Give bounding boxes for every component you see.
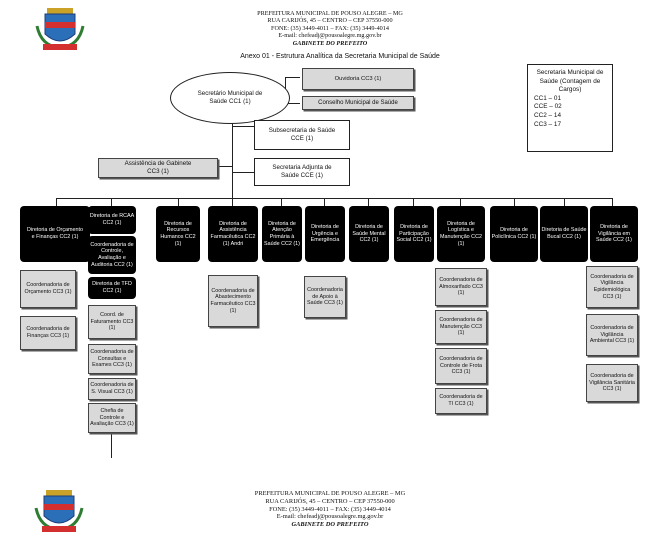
connector <box>324 198 325 206</box>
connector <box>232 126 254 127</box>
cargo-count-legend: Secretaria Municipal de Saúde (Contagem … <box>527 64 613 152</box>
subunit-financas[interactable]: Coordenadoria de Finanças CC3 (1) <box>20 316 76 350</box>
directorate-vigilancia[interactable]: Diretoria de Vigilância em Saúde CC2 (1) <box>590 206 638 262</box>
connector <box>612 198 613 206</box>
header-line: GABINETE DO PREFEITO <box>291 521 369 529</box>
connector <box>111 410 112 458</box>
secretario-municipal-oval[interactable]: Secretário Municipal de Saúde CC1 (1) <box>170 72 290 124</box>
connector <box>56 198 612 199</box>
directorate-policlinica[interactable]: Diretoria de Policlínica CC2 (1) <box>490 206 538 262</box>
directorate-saude-bucal[interactable]: Diretoria de Saúde Bucal CC2 (1) <box>540 206 588 262</box>
header-line: FONE: (35) 3449-4011 – FAX: (35) 3449-40… <box>269 505 391 513</box>
secretaria-adjunta-box[interactable]: Secretaria Adjunta de Saúde CCE (1) <box>254 158 350 186</box>
directorate-urgencia[interactable]: Diretoria de Urgência e Emergência <box>305 206 345 262</box>
directorate-participacao-social[interactable]: Diretoria de Participação Social CC2 (1) <box>394 206 434 262</box>
directorate-orcamento[interactable]: Diretoria de Orçamento e Finanças CC2 (1… <box>20 206 90 262</box>
municipal-crest-logo <box>35 8 85 50</box>
connector <box>232 172 254 173</box>
subunit-manutencao[interactable]: Coordenadoria de Manutenção CC3 (1) <box>435 310 487 344</box>
subunit-tfd[interactable]: Diretoria de TFD CC2 (1) <box>88 277 136 299</box>
legend-row: CCE – 02 <box>534 103 562 111</box>
subunit-apoio-saude[interactable]: Coordenadoria de Apoio à Saúde CC3 (1) <box>304 276 346 318</box>
header-line: RUA CARIJÓS, 45 – CENTRO – CEP 37550-000 <box>267 17 393 25</box>
header-line: FONE: (35) 3449-4011 – FAX: (35) 3449-40… <box>271 24 389 32</box>
connector <box>285 103 300 104</box>
header-top: PREFEITURA MUNICIPAL DE POUSO ALEGRE – M… <box>170 10 490 47</box>
subunit-controle-auditoria[interactable]: Coordenadoria de Controle, Avaliação e A… <box>88 236 136 274</box>
subunit-vigilancia-epidemiologica[interactable]: Coordenadoria de Vigilância Epidemiológi… <box>586 266 638 308</box>
subunit-ti[interactable]: Coordenadoria de TI CC3 (1) <box>435 388 487 414</box>
connector <box>460 198 461 206</box>
header-line: PREFEITURA MUNICIPAL DE POUSO ALEGRE – M… <box>254 490 406 497</box>
directorate-farmaceutica[interactable]: Diretoria de Assistência Farmacêutica CC… <box>208 206 258 262</box>
assistencia-gabinete-box[interactable]: Assistência de Gabinete CC3 (1) <box>98 158 218 178</box>
connector <box>232 110 233 198</box>
header-line: E-mail: chefeadj@pousoalegre.mg.gov.br <box>278 32 382 40</box>
conselho-municipal-box[interactable]: Conselho Municipal de Saúde <box>302 96 414 110</box>
header-bottom: PREFEITURA MUNICIPAL DE POUSO ALEGRE – M… <box>170 490 490 529</box>
connector <box>178 198 179 206</box>
municipal-crest-logo <box>34 490 84 532</box>
directorate-atencao-primaria[interactable]: Diretoria de Atenção Primária à Saúde CC… <box>262 206 302 262</box>
directorate-saude-mental[interactable]: Diretoria de Saúde Mental CC2 (1) <box>349 206 389 262</box>
directorate-recursos-humanos[interactable]: Diretoria de Recursos Humanos CC2 (1) <box>156 206 200 262</box>
legend-row: CC3 – 17 <box>534 120 561 128</box>
header-line: E-mail: chefeadj@pousoalegre.mg.gov.br <box>276 513 384 521</box>
subunit-consultas-exames[interactable]: Coordenadoria de Consultas e Exames CC3 … <box>88 344 136 374</box>
directorate-rcaa[interactable]: Diretoria de RCAA CC2 (1) <box>88 206 136 234</box>
subunit-faturamento[interactable]: Coord. de Faturamento CC3 (1) <box>88 305 136 339</box>
header-line: GABINETE DO PREFEITO <box>292 39 368 47</box>
connector <box>281 198 282 206</box>
subunit-chefia-controle[interactable]: Chefia de Controle e Avaliação CC3 (1) <box>88 403 136 433</box>
subunit-controle-frota[interactable]: Coordenadoria de Controle de Frota CC3 (… <box>435 348 487 384</box>
subunit-orcamento[interactable]: Coordenadoria de Orçamento CC3 (1) <box>20 270 76 308</box>
subunit-saude-visual[interactable]: Coordenadoria de S. Visual CC3 (1) <box>88 378 136 400</box>
legend-row: CC2 – 14 <box>534 111 561 119</box>
subunit-vigilancia-sanitaria[interactable]: Coordenadoria de Vigilância Sanitária CC… <box>586 364 638 402</box>
connector <box>368 198 369 206</box>
subsecretaria-box[interactable]: Subsecretaria de Saúde CCE (1) <box>254 120 350 150</box>
header-line: PREFEITURA MUNICIPAL DE POUSO ALEGRE – M… <box>257 10 403 17</box>
connector <box>111 198 112 206</box>
subunit-vigilancia-ambiental[interactable]: Coordenadoria de Vigilância Ambiental CC… <box>586 314 638 356</box>
connector <box>56 198 57 206</box>
connector <box>413 198 414 206</box>
ouvidoria-box[interactable]: Ouvidoria CC3 (1) <box>302 68 414 90</box>
connector <box>285 77 300 78</box>
directorate-logistica[interactable]: Diretoria de Logística e Manutenção CC2 … <box>437 206 485 262</box>
connector <box>514 198 515 206</box>
subunit-abastecimento[interactable]: Coordenadoria de Abastecimento Farmacêut… <box>208 275 258 327</box>
legend-row: CC1 – 01 <box>534 94 561 102</box>
header-line: RUA CARIJÓS, 45 – CENTRO – CEP 37550-000 <box>265 497 395 505</box>
legend-title: Secretaria Municipal de Saúde (Contagem … <box>536 69 604 94</box>
connector <box>232 198 233 206</box>
annex-title: Anexo 01 - Estrutura Analítica da Secret… <box>240 53 440 60</box>
connector <box>564 198 565 206</box>
subunit-almoxarifado[interactable]: Coordenadoria de Almoxarifado CC3 (1) <box>435 268 487 306</box>
connector <box>218 166 232 167</box>
